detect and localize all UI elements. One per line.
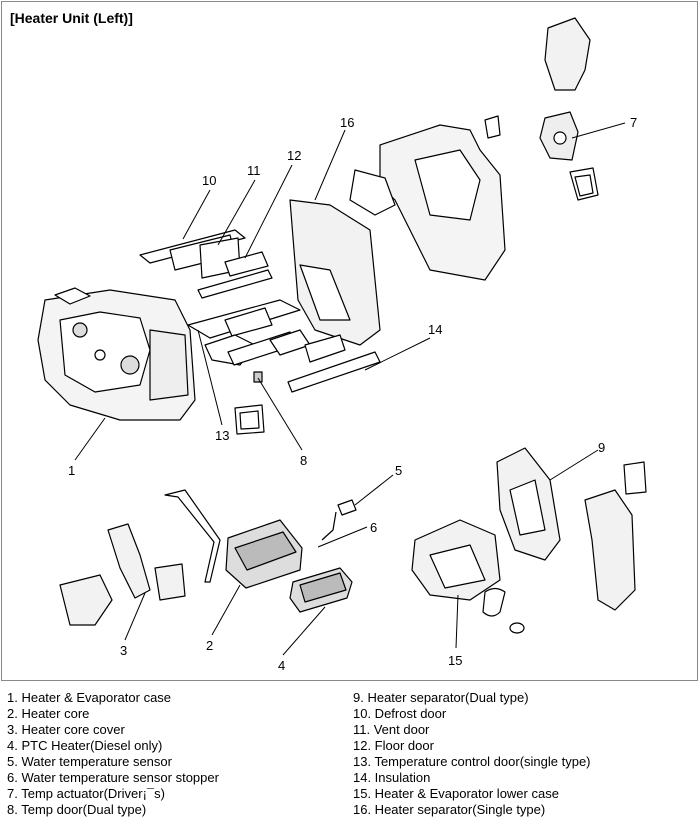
part-heater-core	[164, 489, 303, 589]
legend-item-8: 8. Temp door(Dual type)	[7, 802, 147, 817]
part-floor-door	[197, 251, 273, 299]
part-lower-case	[411, 519, 525, 634]
part-insulation	[287, 351, 381, 393]
callout-7: 7	[630, 115, 637, 130]
legend-item-4: 4. PTC Heater(Diesel only)	[7, 738, 163, 753]
part-heater-core-cover	[59, 523, 186, 626]
callout-10: 10	[202, 173, 216, 188]
legend-item-15: 15. Heater & Evaporator lower case	[353, 786, 559, 801]
legend-item-7: 7. Temp actuator(Driver¡¯s)	[7, 786, 165, 801]
callout-9: 9	[598, 440, 605, 455]
callout-numbers: 1 2 3 4 5 6 7 8 9 10 11 12 13 14 15 16	[68, 115, 637, 673]
legend-item-9: 9. Heater separator(Dual type)	[353, 690, 529, 705]
part-upper-duct	[544, 17, 591, 91]
legend-item-10: 10. Defrost door	[353, 706, 447, 721]
legend-item-1: 1. Heater & Evaporator case	[7, 690, 172, 705]
callout-14: 14	[428, 322, 442, 337]
part-temperature-control-door	[187, 299, 301, 339]
legend-item-13: 13. Temperature control door(single type…	[353, 754, 591, 769]
legend-item-3: 3. Heater core cover	[7, 722, 125, 737]
callout-4: 4	[278, 658, 285, 673]
legend-item-2: 2. Heater core	[7, 706, 90, 721]
part-heater-evaporator-case	[37, 287, 196, 421]
callout-12: 12	[287, 148, 301, 163]
callout-1: 1	[68, 463, 75, 478]
legend-left-column: 1. Heater & Evaporator case 2. Heater co…	[7, 690, 219, 818]
part-side-duct	[584, 461, 647, 611]
callout-15: 15	[448, 653, 462, 668]
callout-16: 16	[340, 115, 354, 130]
callout-6: 6	[370, 520, 377, 535]
part-temp-door	[204, 329, 346, 383]
callout-3: 3	[120, 643, 127, 658]
legend-item-16: 16. Heater separator(Single type)	[353, 802, 546, 817]
callout-2: 2	[206, 638, 213, 653]
legend-item-12: 12. Floor door	[353, 738, 434, 753]
part-ptc-heater	[289, 567, 353, 613]
part-heater-separator-single	[289, 199, 381, 346]
callout-5: 5	[395, 463, 402, 478]
callout-8: 8	[300, 453, 307, 468]
part-upper-heater-case	[349, 124, 506, 281]
part-temp-actuator	[484, 111, 599, 201]
legend-item-11: 11. Vent door	[353, 722, 430, 737]
callout-11: 11	[247, 163, 261, 178]
legend-item-5: 5. Water temperature sensor	[7, 754, 172, 769]
legend-right-column: 9. Heater separator(Dual type) 10. Defro…	[353, 690, 591, 818]
part-heater-separator-dual	[496, 447, 561, 561]
part-water-temperature-sensor	[321, 499, 357, 541]
exploded-view-drawing: 1 2 3 4 5 6 7 8 9 10 11 12 13 14 15 16	[37, 17, 647, 673]
leader-lines	[74, 122, 626, 656]
diagram-title: [Heater Unit (Left)]	[10, 10, 133, 26]
legend-item-14: 14. Insulation	[353, 770, 431, 785]
callout-13: 13	[215, 428, 229, 443]
legend-item-6: 6. Water temperature sensor stopper	[7, 770, 219, 785]
